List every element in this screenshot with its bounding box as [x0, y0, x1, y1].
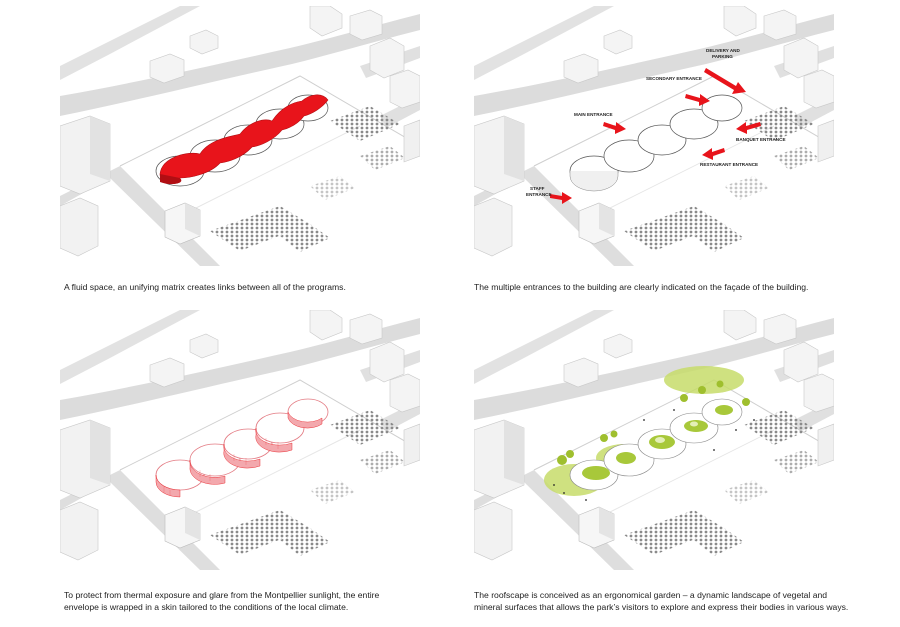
unifying-matrix-shape: [159, 94, 329, 181]
diagram-fluid-space: [60, 6, 420, 266]
label-secondary: SECONDARY ENTRANCE: [646, 76, 702, 81]
diagram-entrances: DELIVERY AND PARKING SECONDARY ENTRANCE …: [474, 6, 834, 266]
panel-skin: [60, 310, 420, 570]
caption-skin: To protect from thermal exposure and gla…: [64, 590, 380, 612]
label-banquet: BANQUET ENTRANCE: [736, 137, 786, 142]
panel-fluid-space: [60, 6, 420, 266]
label-delivery-line2: PARKING: [712, 54, 733, 59]
caption-fluid-space: A fluid space, an unifying matrix create…: [64, 282, 346, 292]
arrow-secondary: [685, 94, 710, 106]
arrow-restaurant: [702, 148, 725, 160]
label-staff-line1: STAFF: [530, 186, 545, 191]
panel-roofscape: [474, 310, 834, 570]
label-delivery-line1: DELIVERY AND: [706, 48, 740, 53]
arrow-staff: [550, 192, 572, 204]
skin-envelope: [155, 411, 323, 498]
label-main: MAIN ENTRANCE: [574, 112, 613, 117]
diagram-roofscape: [474, 310, 834, 570]
arrow-main: [603, 122, 626, 134]
label-restaurant: RESTAURANT ENTRANCE: [700, 162, 758, 167]
caption-roofscape: The roofscape is conceived as an ergonom…: [474, 590, 849, 612]
diagram-skin: [60, 310, 420, 570]
entrance-arrows: [550, 68, 761, 204]
panel-entrances: DELIVERY AND PARKING SECONDARY ENTRANCE …: [474, 6, 834, 266]
caption-entrances: The multiple entrances to the building a…: [474, 282, 809, 292]
label-staff-line2: ENTRANCE: [526, 192, 552, 197]
arrow-delivery: [704, 68, 746, 94]
arrow-banquet: [736, 122, 761, 134]
